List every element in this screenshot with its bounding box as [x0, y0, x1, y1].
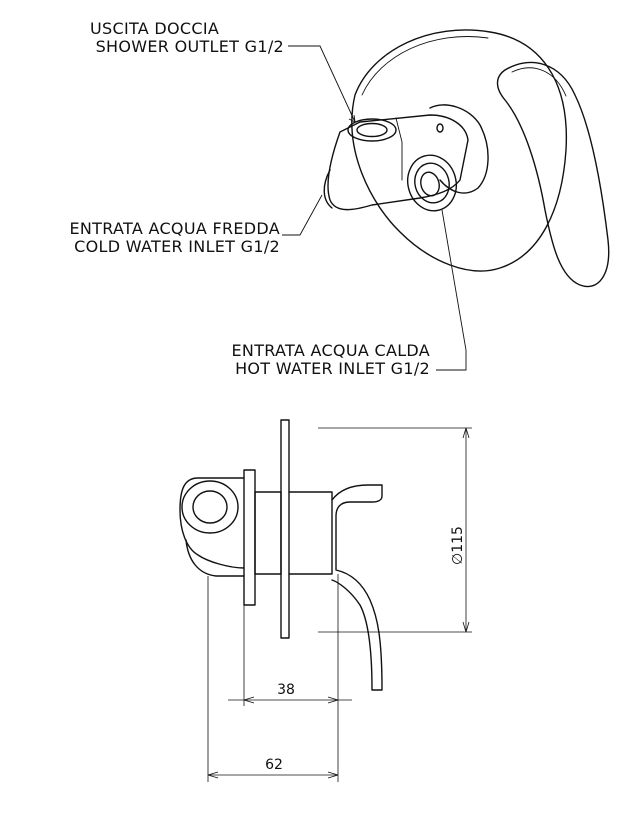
- cold-inlet-lip: [323, 169, 333, 209]
- cold-inlet-leader: [282, 194, 323, 236]
- screw-hole: [436, 123, 444, 133]
- shower-outlet-callout: USCITA DOCCIA SHOWER OUTLET G1/2: [84, 20, 284, 56]
- cold-inlet-line2: COLD WATER INLET G1/2: [74, 237, 280, 256]
- plate-section: [280, 419, 290, 639]
- hot-inlet-bore: [420, 171, 440, 197]
- valve-body-top: [395, 117, 403, 181]
- depth-long-label: 62: [265, 757, 283, 773]
- cold-inlet-line1: ENTRATA ACQUA FREDDA: [69, 219, 280, 238]
- shower-outlet-ring: [347, 118, 397, 142]
- hot-inlet-ring: [407, 154, 457, 212]
- shower-outlet-leader: [288, 45, 356, 123]
- d62-arrow-right: [327, 771, 339, 779]
- flange-section: [243, 469, 256, 606]
- d62-arrow-left: [207, 771, 219, 779]
- isometric-view: [323, 29, 610, 288]
- hot-inlet-ring-inner: [414, 162, 450, 204]
- cold-inlet-callout: ENTRATA ACQUA FREDDA COLD WATER INLET G1…: [10, 220, 280, 256]
- body-section: [254, 491, 282, 575]
- shower-outlet-line1: USCITA DOCCIA: [90, 19, 220, 38]
- hot-inlet-line2: HOT WATER INLET G1/2: [235, 359, 430, 378]
- hub-block: [429, 104, 489, 194]
- outlet-fitting-bore: [192, 490, 228, 524]
- leader-lines: [282, 45, 467, 371]
- dia-arrow-bottom: [462, 621, 470, 633]
- shower-outlet-bore: [356, 122, 388, 138]
- wall-plate: [351, 29, 568, 272]
- d38-arrow-left: [243, 696, 255, 704]
- diameter-label: ∅115: [450, 526, 466, 565]
- dimension-lines: [207, 427, 472, 782]
- lever-handle-edge: [511, 67, 567, 97]
- outlet-fitting-bottom: [185, 539, 245, 577]
- hot-inlet-leader: [436, 209, 467, 371]
- dia-arrow-top: [462, 427, 470, 439]
- side-view: [179, 419, 383, 691]
- outlet-fitting-ring: [181, 480, 239, 534]
- shower-outlet-line2: SHOWER OUTLET G1/2: [95, 37, 284, 56]
- d38-arrow-right: [327, 696, 339, 704]
- lever-handle: [496, 61, 610, 288]
- shower-outlet-arrow: [348, 114, 356, 123]
- outlet-fitting: [179, 477, 245, 569]
- handle-top: [331, 484, 383, 691]
- valve-body: [327, 114, 469, 211]
- wall-plate-edge: [361, 36, 489, 96]
- hot-inlet-callout: ENTRATA ACQUA CALDA HOT WATER INLET G1/2: [160, 342, 430, 378]
- hot-inlet-line1: ENTRATA ACQUA CALDA: [231, 341, 430, 360]
- depth-short-label: 38: [277, 682, 295, 698]
- handle-front: [288, 491, 333, 575]
